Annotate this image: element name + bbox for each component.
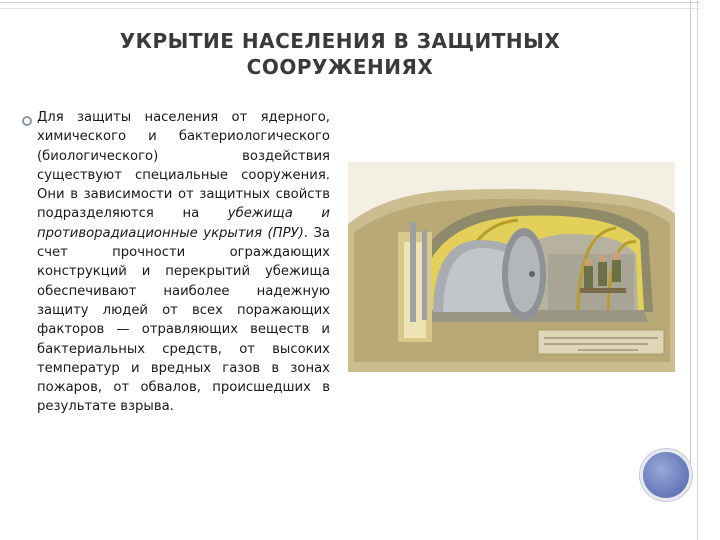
- body-text-emphasis: убежища и противорадиационные укрытия (П…: [37, 206, 330, 241]
- frame-line-vertical: [690, 0, 691, 470]
- shelter-cutaway-drawing: [348, 162, 675, 372]
- slide-title: УКРЫТИЕ НАСЕЛЕНИЯ В ЗАЩИТНЫХ СООРУЖЕНИЯХ: [119, 29, 561, 79]
- body-text-part1: Для защиты населения от ядерного, химиче…: [37, 110, 330, 222]
- frame-line-top: [0, 2, 700, 3]
- body-text-part2: . За счет прочности ограждающих конструк…: [37, 225, 330, 415]
- body-paragraph: Для защиты населения от ядерного, химиче…: [37, 108, 330, 417]
- decorative-circle: [640, 449, 692, 501]
- frame-line-vertical-outer: [697, 0, 698, 540]
- frame-line-top-inner: [0, 8, 700, 9]
- shelter-illustration: [348, 162, 675, 372]
- bullet-icon: [22, 116, 32, 126]
